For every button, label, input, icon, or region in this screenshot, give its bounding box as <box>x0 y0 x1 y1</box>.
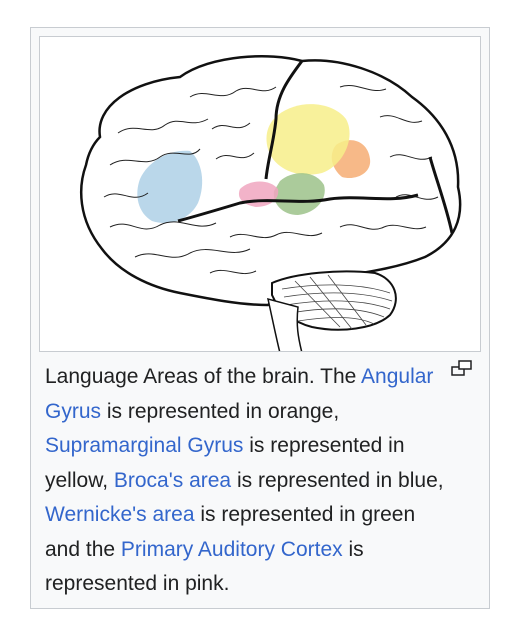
brocas-area-region <box>137 150 203 223</box>
caption-after-supramarginal: is represented in yellow, <box>45 434 405 492</box>
caption-after-broca: is represented in blue, <box>236 468 444 492</box>
caption-intro: Language Areas of the brain. The <box>45 365 357 388</box>
caption-after-wernicke: is represented in green and the <box>45 503 416 561</box>
supramarginal-gyrus-region <box>266 104 350 175</box>
cerebellum-folia <box>281 274 393 330</box>
wernickes-area-region <box>273 173 325 215</box>
major-sulci <box>177 60 454 234</box>
magnify-clip-icon[interactable] <box>451 359 473 377</box>
figure-caption: Language Areas of the brain. The Angular… <box>45 360 455 602</box>
link-primary-auditory-cortex[interactable]: Primary Auditory Cortex <box>120 537 343 561</box>
caption-after-angular: is represented in orange, <box>106 399 340 423</box>
figure-thumbnail: Language Areas of the brain. The Angular… <box>30 27 490 609</box>
brainstem <box>266 297 303 351</box>
brain-outline <box>80 55 462 307</box>
brain-image[interactable] <box>39 36 481 352</box>
caption-after-auditory: is represented in pink. <box>45 537 364 596</box>
link-wernickes-area[interactable]: Wernicke's area <box>45 503 195 526</box>
link-brocas-area[interactable]: Broca's area <box>113 468 232 492</box>
link-angular-gyrus[interactable]: Angular Gyrus <box>45 365 434 423</box>
brain-illustration <box>80 55 462 351</box>
link-supramarginal-gyrus[interactable]: Supramarginal Gyrus <box>45 434 244 457</box>
